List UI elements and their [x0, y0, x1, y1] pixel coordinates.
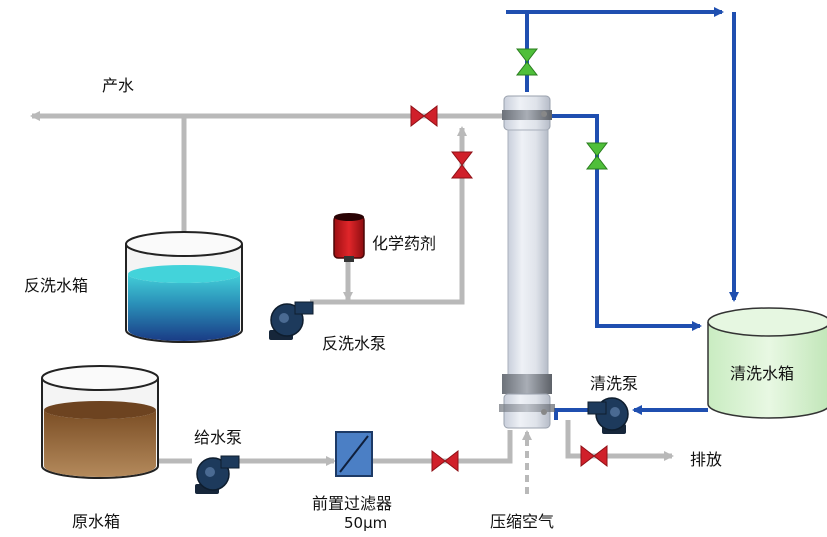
raw-tank-label: 原水箱 — [72, 512, 121, 531]
compressed-air-label: 压缩空气 — [490, 512, 555, 531]
red-valve-drain[interactable] — [580, 444, 608, 468]
feed-pump[interactable] — [195, 455, 240, 494]
chemical-container — [333, 213, 365, 262]
filter-to-column-pipe — [372, 430, 513, 464]
feed-pump-label: 给水泵 — [194, 428, 243, 447]
backwash-tank-label: 反洗水箱 — [24, 276, 89, 295]
uf-membrane-column — [499, 95, 555, 429]
backwash-pump[interactable] — [269, 301, 314, 340]
cleaning-tank-label: 清洗水箱 — [730, 364, 795, 383]
raw-water-tank — [41, 365, 159, 479]
drain-label: 排放 — [690, 450, 723, 469]
red-valve-feed[interactable] — [431, 449, 459, 473]
backwash-pump-label: 反洗水泵 — [322, 334, 387, 353]
backwash-tank — [125, 231, 243, 343]
red-valve-backwash[interactable] — [450, 151, 474, 179]
cleaning-pump-to-column-pipe — [554, 408, 594, 420]
product-water-label: 产水 — [102, 76, 135, 95]
cleaning-tank — [707, 307, 827, 419]
column-side-blue-pipe — [552, 114, 702, 331]
column-to-top-blue-pipe — [525, 7, 724, 92]
prefilter — [335, 431, 373, 477]
cleaning-pump[interactable] — [587, 397, 629, 434]
blue-pipes — [525, 7, 739, 420]
red-valve-product[interactable] — [410, 104, 438, 128]
prefilter-size-label: 50μm — [344, 514, 388, 532]
drain-pipe — [565, 420, 674, 461]
prefilter-label: 前置过滤器 — [312, 494, 393, 513]
cleaning-pump-label: 清洗泵 — [590, 374, 639, 393]
chemical-label: 化学药剂 — [372, 234, 437, 253]
green-valve-top[interactable] — [515, 48, 539, 76]
backwash-pump-pipe — [310, 126, 467, 305]
green-valve-side[interactable] — [585, 142, 609, 170]
